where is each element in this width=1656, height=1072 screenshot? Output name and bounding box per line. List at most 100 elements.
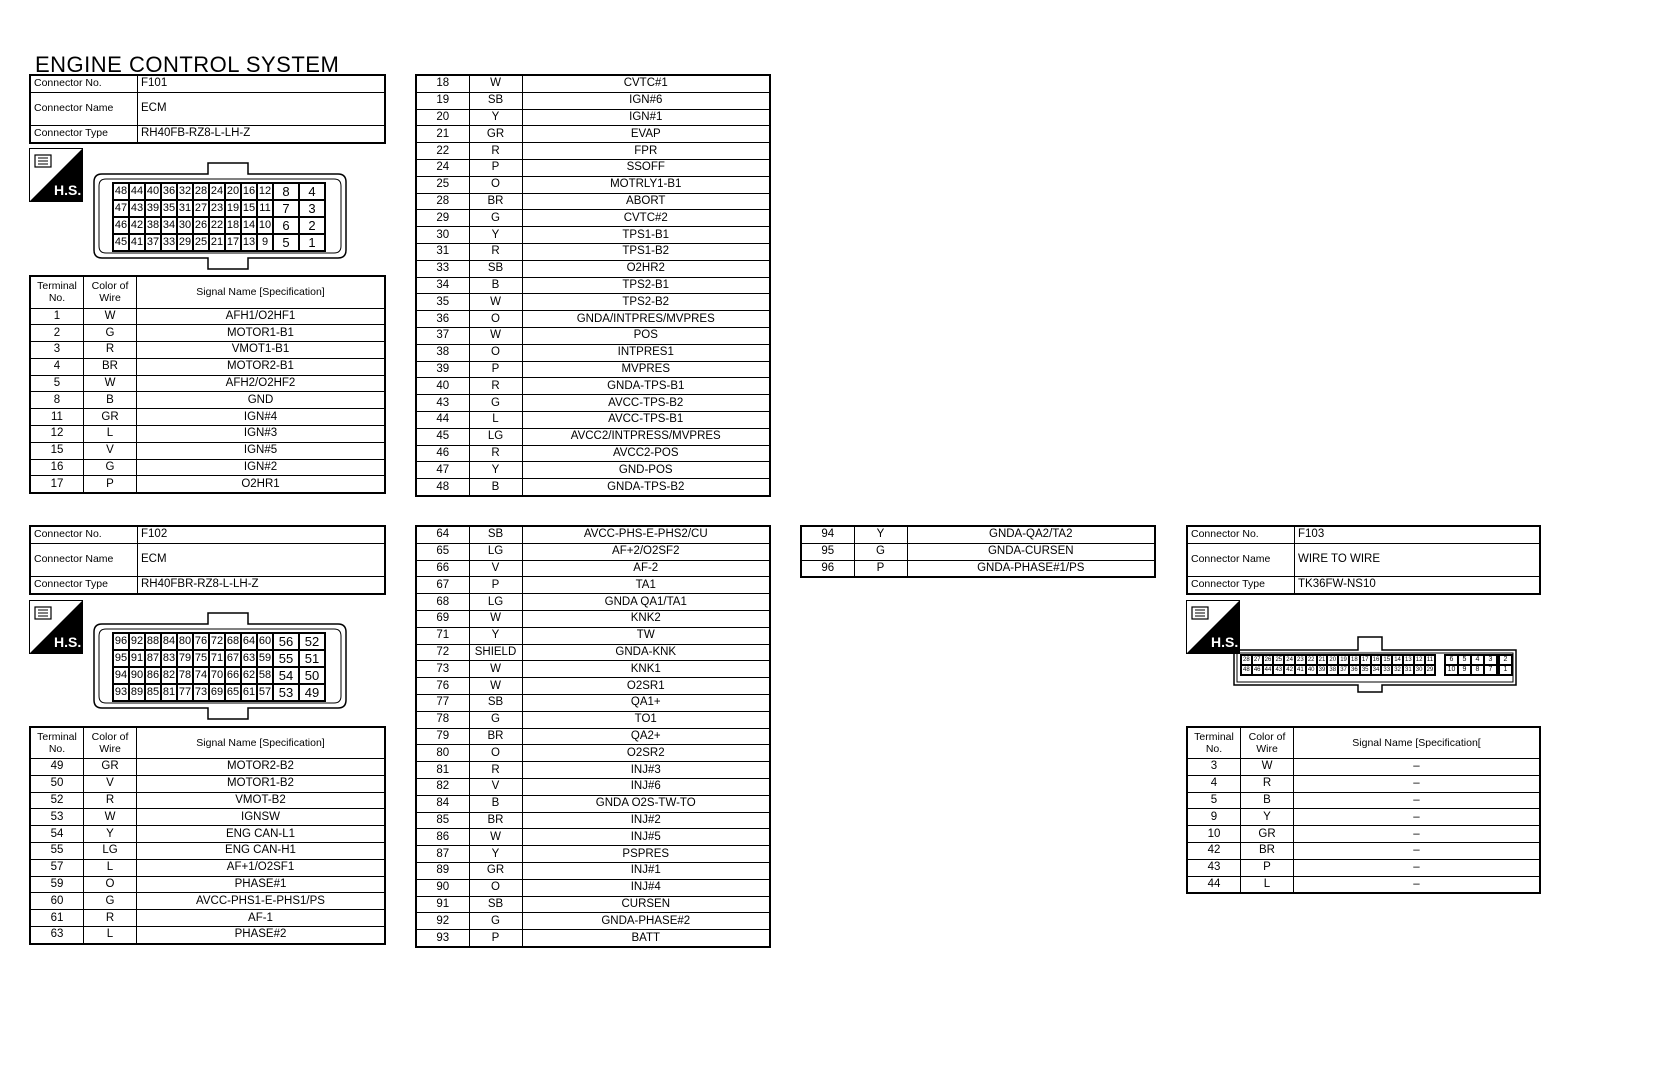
wire-color-cell: Y — [853, 525, 908, 544]
terminal-no-cell: 1 — [29, 307, 84, 326]
connector-pin: 47 — [113, 200, 129, 217]
connector-pin: 6 — [273, 217, 299, 234]
connector-pin: 46 — [1251, 665, 1263, 675]
connector-type-label: Connector Type — [29, 124, 138, 144]
connector-pin: 71 — [209, 650, 225, 667]
connector-pin: 10 — [257, 217, 273, 234]
connector-pin: 70 — [209, 667, 225, 684]
connector-pin: 24 — [1284, 655, 1295, 665]
connector-pin: 77 — [177, 684, 193, 701]
terminal-no-cell: 54 — [29, 825, 84, 843]
terminal-no-header: Terminal No. — [29, 726, 84, 759]
wire-color-cell: LG — [468, 542, 523, 561]
terminal-no-cell: 40 — [415, 377, 470, 396]
wire-color-cell: BR — [83, 357, 137, 376]
connector-pin: 17 — [225, 234, 241, 251]
connector-pin: 16 — [1370, 655, 1382, 665]
signal-name-cell: PHASE#1 — [136, 875, 386, 894]
connector-pin: 30 — [1413, 665, 1425, 675]
signal-name-cell: GNDA-PHASE#1/PS — [906, 559, 1156, 578]
connector-pin: 32 — [1392, 665, 1403, 675]
terminal-no-cell: 53 — [29, 808, 84, 827]
terminal-no-cell: 71 — [415, 626, 470, 645]
connector-pin: 86 — [145, 667, 161, 684]
terminal-no-cell: 38 — [415, 343, 470, 362]
signal-name-cell: INJ#5 — [521, 828, 771, 847]
connector-pin: 64 — [241, 633, 257, 650]
connector-pin: 82 — [161, 667, 177, 684]
signal-name-cell: AVCC-PHS-E-PHS2/CU — [521, 525, 771, 544]
connector-no-value: F101 — [137, 74, 386, 93]
signal-name-cell: IGN#6 — [521, 91, 771, 110]
terminal-no-cell: 60 — [29, 892, 84, 911]
connector-pin: 93 — [113, 684, 129, 701]
connector-pin: 2 — [299, 217, 325, 234]
wire-color-cell: P — [468, 360, 523, 379]
wire-color-cell: LG — [468, 593, 523, 611]
f101-terminal-table-left: Terminal No. Color of Wire Signal Name [… — [29, 275, 386, 495]
hs-label: H.S. — [1211, 634, 1238, 650]
connector-pin: 75 — [193, 650, 209, 667]
connector-type-label: Connector Type — [29, 575, 138, 595]
signal-name-cell: GNDA-TPS-B1 — [521, 377, 771, 396]
connector-pin: 2 — [1499, 655, 1512, 665]
wire-color-cell: P — [83, 475, 137, 494]
connector-pin: 83 — [161, 650, 177, 667]
signal-name-cell: – — [1293, 791, 1541, 810]
wire-color-cell: SHIELD — [468, 643, 523, 662]
wire-color-cell: W — [468, 74, 523, 93]
wire-color-cell: P — [468, 158, 523, 177]
terminal-no-cell: 94 — [800, 525, 855, 544]
signal-name-cell: TPS1-B1 — [521, 226, 771, 244]
connector-pin: 35 — [161, 200, 177, 217]
connector-no-label: Connector No. — [29, 74, 138, 93]
connector-pin: 90 — [129, 667, 145, 684]
hs-label: H.S. — [54, 634, 81, 650]
wire-color-cell: Y — [468, 845, 523, 863]
terminal-no-cell: 29 — [415, 209, 470, 228]
connector-pin: 30 — [177, 217, 193, 234]
terminal-no-cell: 39 — [415, 360, 470, 379]
wire-color-cell: O — [468, 343, 523, 362]
connector-pin: 41 — [129, 234, 145, 251]
wire-color-cell: L — [468, 410, 523, 429]
signal-name-cell: AFH2/O2HF2 — [136, 374, 386, 393]
wire-color-cell: B — [468, 478, 523, 497]
signal-name-cell: – — [1293, 825, 1541, 843]
signal-name-cell: VMOT1-B1 — [136, 341, 386, 359]
connector-pin: 61 — [241, 684, 257, 701]
terminal-no-cell: 25 — [415, 175, 470, 194]
connector-pin: 60 — [257, 633, 273, 650]
terminal-no-cell: 5 — [29, 374, 84, 393]
wire-color-cell: R — [468, 242, 523, 261]
terminal-no-cell: 78 — [415, 710, 470, 729]
terminal-no-cell: 43 — [415, 394, 470, 412]
signal-name-cell: O2SR2 — [521, 744, 771, 763]
connector-pin: 21 — [1316, 655, 1328, 665]
connector-pin: 18 — [1348, 655, 1360, 665]
connector-pin: 91 — [129, 650, 145, 667]
wire-color-cell: R — [83, 341, 137, 359]
connector-pin: 7 — [1484, 665, 1497, 675]
